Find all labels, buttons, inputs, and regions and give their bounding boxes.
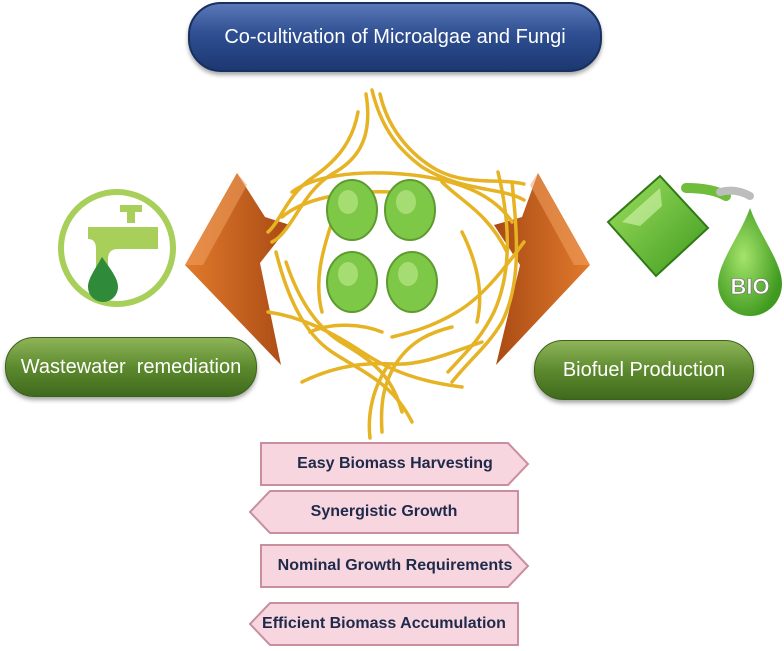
bio-label: BIO (730, 274, 769, 299)
feature-label: Synergistic Growth (310, 503, 458, 520)
feature-label: Easy Biomass Harvesting (297, 455, 493, 472)
feature-synergistic-growth: Synergistic Growth (246, 488, 522, 536)
feature-efficient-biomass-accumulation: Efficient Biomass Accumulation (246, 600, 522, 648)
feature-easy-biomass-harvesting: Easy Biomass Harvesting (258, 440, 532, 488)
chevron-right-icon (494, 173, 590, 365)
feature-label: Efficient Biomass Accumulation (262, 615, 506, 632)
chevron-left-icon (185, 173, 290, 365)
biofuel-production-label: Biofuel Production (534, 340, 754, 400)
biofuel-canister-icon: BIO (606, 174, 782, 316)
feature-nominal-growth-requirements: Nominal Growth Requirements (258, 542, 532, 590)
algae-fungi-network (266, 88, 526, 440)
wastewater-remediation-label: Wastewater remediation (5, 337, 257, 397)
feature-label: Nominal Growth Requirements (277, 557, 513, 574)
water-tap-icon (58, 189, 176, 307)
diagram-title: Co-cultivation of Microalgae and Fungi (188, 2, 602, 72)
